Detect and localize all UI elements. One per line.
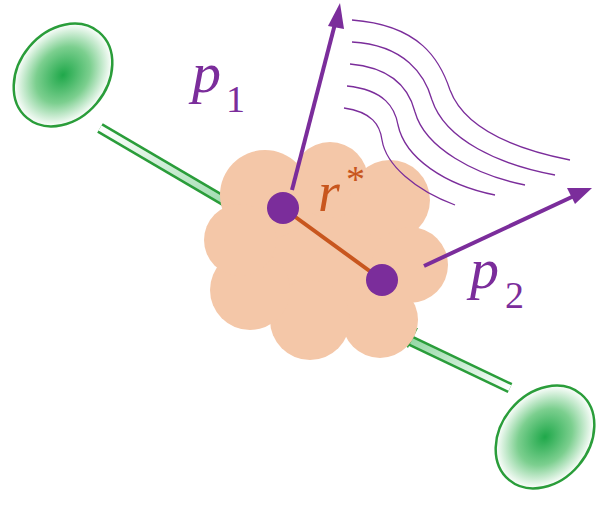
momentum-label: p (470, 240, 499, 298)
arrowhead (567, 188, 592, 204)
momentum-label: p (192, 44, 221, 102)
beam-shaft (405, 338, 510, 388)
incoming-nucleus (0, 4, 133, 146)
separation-superscript: * (346, 160, 365, 198)
momentum-arrow (424, 196, 574, 266)
interaction-waves (344, 20, 570, 205)
momentum-subscript: 2 (505, 276, 524, 314)
beam-shaft-inner (405, 338, 510, 388)
separation-label: r (318, 164, 340, 220)
fireball-cloud (204, 142, 448, 360)
incoming-nucleus (475, 366, 603, 505)
arrowhead (328, 3, 344, 29)
momentum-subscript: 1 (226, 80, 245, 118)
particle (267, 192, 299, 224)
particle (366, 264, 398, 296)
